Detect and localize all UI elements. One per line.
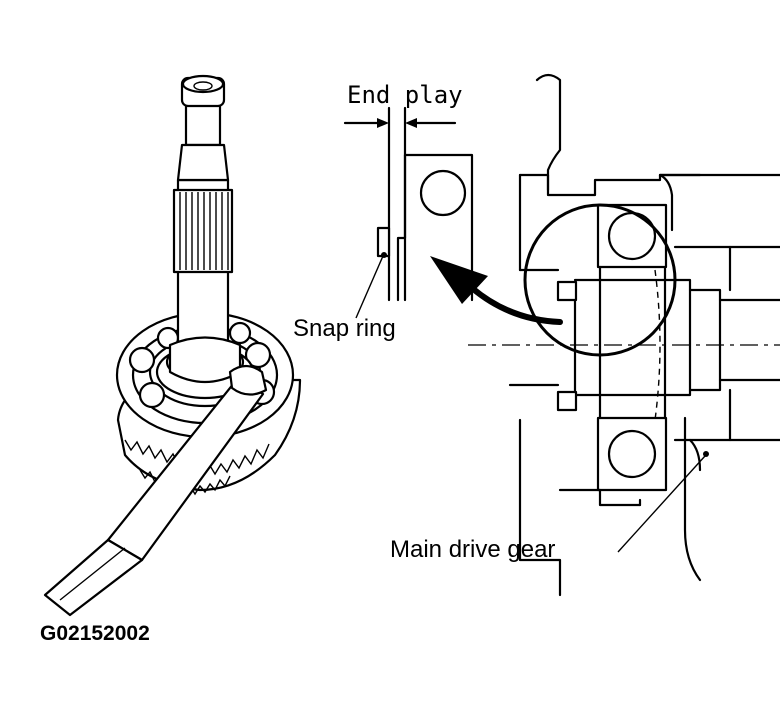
snap-ring-label: Snap ring	[293, 315, 396, 342]
shaft-assembly-illustration	[43, 74, 302, 617]
snap-ring-shape	[376, 226, 391, 258]
main-drive-gear-label: Main drive gear	[390, 536, 555, 563]
wrench-tool	[43, 364, 268, 617]
detail-pointer-arrow	[430, 256, 488, 304]
detail-magnify-circle	[523, 203, 677, 357]
lower-bearing-ball	[607, 429, 657, 479]
shaft	[168, 74, 242, 383]
end-play-label: End play	[347, 81, 463, 109]
end-play-detail	[343, 106, 563, 325]
figure-code-label: G02152002	[40, 622, 150, 645]
main-drive-gear-leader	[617, 455, 706, 553]
bearing-ball-detail	[419, 169, 467, 217]
housing-cross-section	[468, 73, 780, 597]
